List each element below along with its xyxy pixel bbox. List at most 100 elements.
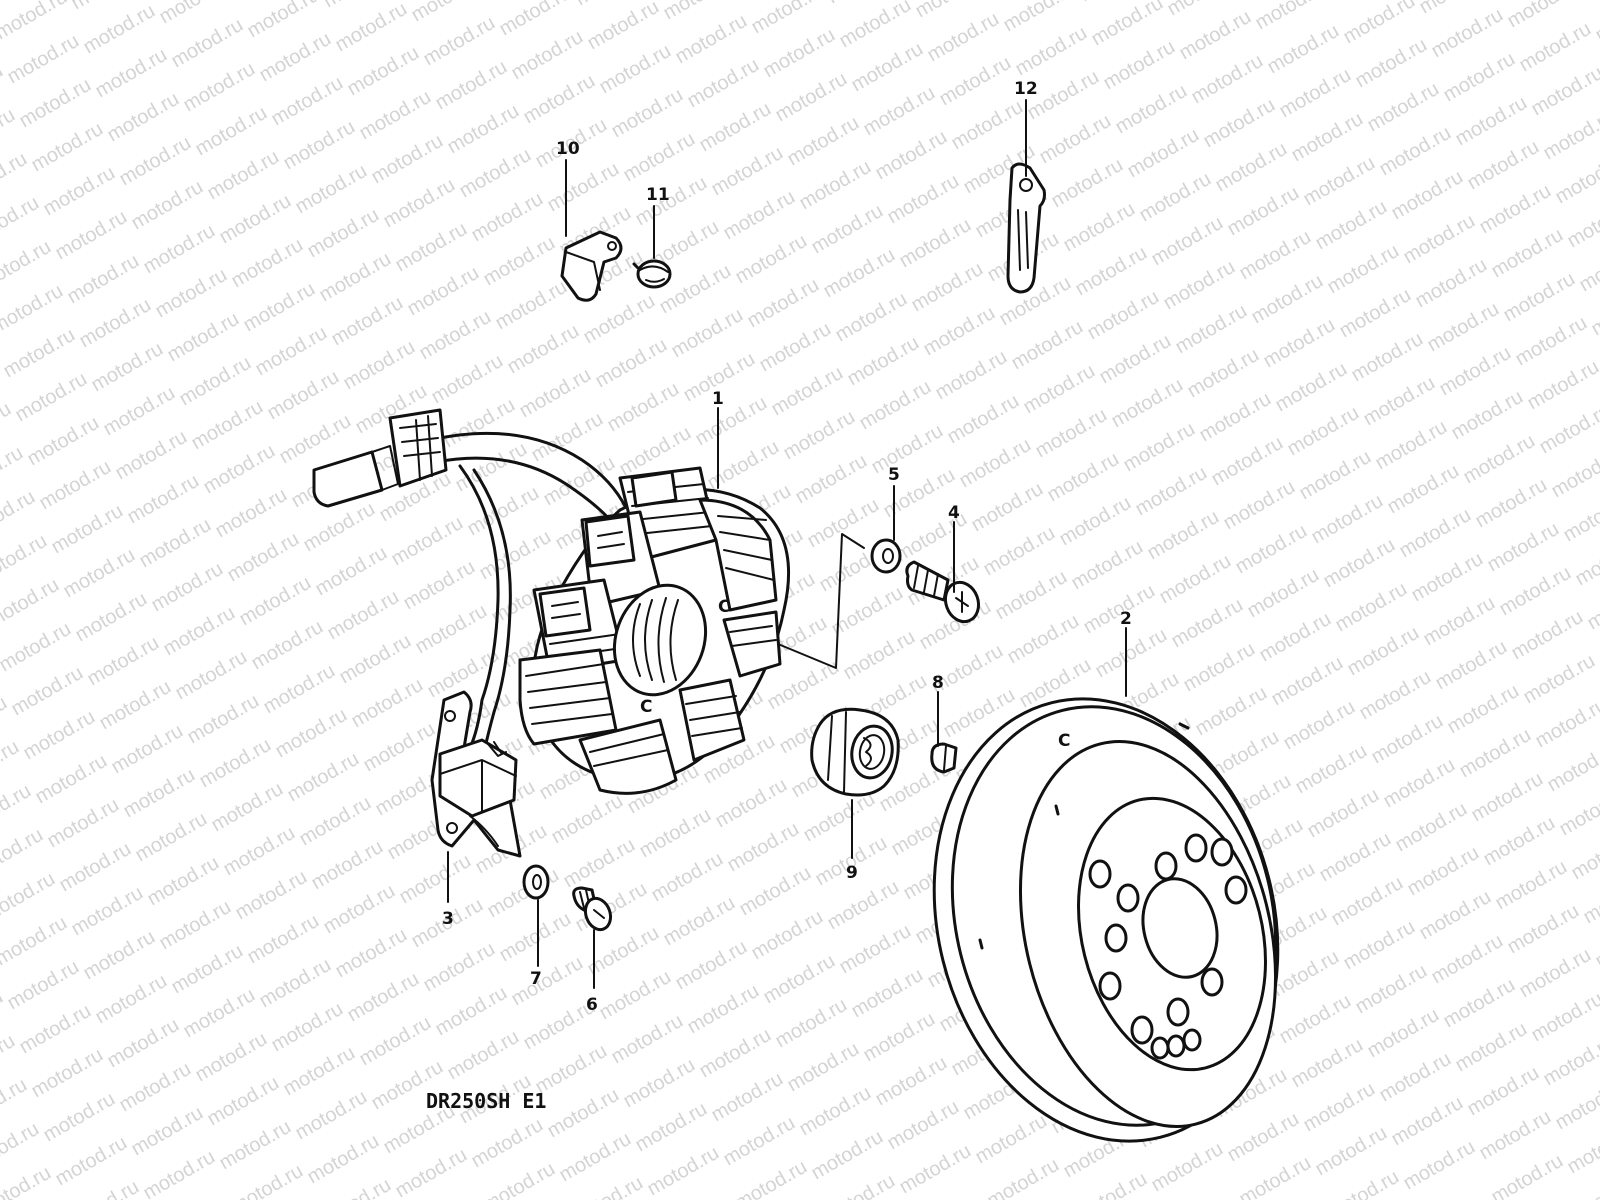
watermark-text: motod.ru <box>128 1102 207 1161</box>
watermark-text: motod.ru <box>1044 448 1123 507</box>
watermark-text: motod.ru <box>468 1114 547 1173</box>
watermark-text: motod.ru <box>1312 1122 1391 1181</box>
watermark-text: motod.ru <box>832 288 911 347</box>
watermark-text: motod.ru <box>1504 900 1583 959</box>
watermark-text: motod.ru <box>36 456 115 515</box>
watermark-text: motod.ru <box>1256 608 1335 667</box>
watermark-text: motod.ru <box>840 626 919 685</box>
watermark-text: motod.ru <box>52 206 131 265</box>
watermark-text: motod.ru <box>416 306 495 365</box>
watermark-text: motod.ru <box>260 660 339 719</box>
watermark-text: motod.ru <box>548 790 627 849</box>
watermark-text: motod.ru <box>1592 0 1600 46</box>
watermark-text: motod.ru <box>1464 1062 1543 1121</box>
watermark-text: motod.ru <box>924 8 1003 67</box>
watermark-text: motod.ru <box>256 954 335 1013</box>
watermark-text: motod.ru <box>360 718 439 777</box>
watermark-text: motod.ru <box>104 88 183 147</box>
watermark-text: motod.ru <box>1496 562 1575 621</box>
callout-8: 8 <box>932 673 944 693</box>
watermark-text: motod.ru <box>484 864 563 923</box>
watermark-text: motod.ru <box>1372 416 1451 475</box>
leader-bracket <box>777 533 865 669</box>
callout-10: 10 <box>556 139 580 159</box>
watermark-text: motod.ru <box>16 1000 95 1059</box>
watermark-text: motod.ru <box>1272 358 1351 417</box>
watermark-text: motod.ru <box>72 588 151 647</box>
watermark-text: motod.ru <box>236 572 315 631</box>
watermark-text: motod.ru <box>172 646 251 705</box>
watermark-text: motod.ru <box>1168 594 1247 653</box>
watermark-text: motod.ru <box>1036 110 1115 169</box>
watermark-text: motod.ru <box>84 632 163 691</box>
watermark-text: motod.ru <box>1288 108 1367 167</box>
watermark-text: motod.ru <box>356 86 435 145</box>
watermark-text: motod.ru <box>432 56 511 115</box>
watermark-text: motod.ru <box>56 838 135 897</box>
watermark-text: motod.ru <box>268 72 347 131</box>
watermark-text: motod.ru <box>1244 564 1323 623</box>
watermark-text: motod.ru <box>1232 520 1311 579</box>
watermark-text: motod.ru <box>660 892 739 951</box>
watermark-text: motod.ru <box>1300 152 1379 211</box>
watermark-text: motod.ru <box>644 1142 723 1200</box>
watermark-text: motod.ru <box>324 586 403 645</box>
watermark-text: motod.ru <box>1060 198 1139 257</box>
watermark-text: motod.ru <box>968 478 1047 537</box>
watermark-text: motod.ru <box>1580 0 1600 2</box>
watermark-text: motod.ru <box>1288 1034 1367 1093</box>
watermark-text: motod.ru <box>340 336 419 395</box>
watermark-text: motod.ru <box>392 1144 471 1200</box>
watermark-text: motod.ru <box>480 232 559 291</box>
watermark-text: motod.ru <box>196 734 275 793</box>
watermark-text: motod.ru <box>544 1084 623 1143</box>
watermark-text: motod.ru <box>724 818 803 877</box>
watermark-text: motod.ru <box>760 24 839 83</box>
watermark-text: motod.ru <box>112 426 191 485</box>
pickup-coil-part <box>430 690 522 858</box>
watermark-text: motod.ru <box>768 362 847 421</box>
watermark-text: motod.ru <box>208 778 287 837</box>
callout-5: 5 <box>888 465 900 485</box>
watermark-text: motod.ru <box>620 1054 699 1113</box>
watermark-text: motod.ru <box>636 804 715 863</box>
watermark-text: motod.ru <box>252 322 331 381</box>
watermark-text: motod.ru <box>1100 36 1179 95</box>
watermark-text: motod.ru <box>400 556 479 615</box>
watermark-text: motod.ru <box>184 690 263 749</box>
watermark-text: motod.ru <box>1148 212 1227 271</box>
watermark-text: motod.ru <box>1332 578 1411 637</box>
watermark-text: motod.ru <box>392 218 471 277</box>
watermark-text: motod.ru <box>456 144 535 203</box>
watermark-text: motod.ru <box>104 1014 183 1073</box>
watermark-text: motod.ru <box>220 822 299 881</box>
watermark-text: motod.ru <box>332 924 411 983</box>
watermark-text: motod.ru <box>1368 710 1447 769</box>
key-part <box>930 742 958 774</box>
watermark-text: motod.ru <box>280 116 359 175</box>
watermark-text: motod.ru <box>1428 4 1507 63</box>
watermark-text: motod.ru <box>836 920 915 979</box>
watermark-text: motod.ru <box>508 952 587 1011</box>
watermark-text: motod.ru <box>1264 20 1343 79</box>
watermark-text: motod.ru <box>1012 22 1091 81</box>
watermark-text: motod.ru <box>284 748 363 807</box>
watermark-text: motod.ru <box>1364 1004 1443 1063</box>
watermark-text: motod.ru <box>936 52 1015 111</box>
watermark-text: motod.ru <box>380 174 459 233</box>
watermark-text: motod.ru <box>468 188 547 247</box>
watermark-text: motod.ru <box>1180 638 1259 697</box>
watermark-text: motod.ru <box>1376 1048 1455 1107</box>
watermark-text: motod.ru <box>388 512 467 571</box>
watermark-text: motod.ru <box>1296 446 1375 505</box>
watermark-text: motod.ru <box>872 126 951 185</box>
watermark-text: motod.ru <box>140 220 219 279</box>
watermark-text: motod.ru <box>1324 240 1403 299</box>
watermark-text: motod.ru <box>732 230 811 289</box>
watermark-text: motod.ru <box>156 896 235 955</box>
watermark-text: motod.ru <box>792 450 871 509</box>
callout-2: 2 <box>1120 609 1132 629</box>
watermark-text: motod.ru <box>712 774 791 833</box>
rotor-nut-part <box>810 707 900 797</box>
watermark-text: motod.ru <box>216 190 295 249</box>
